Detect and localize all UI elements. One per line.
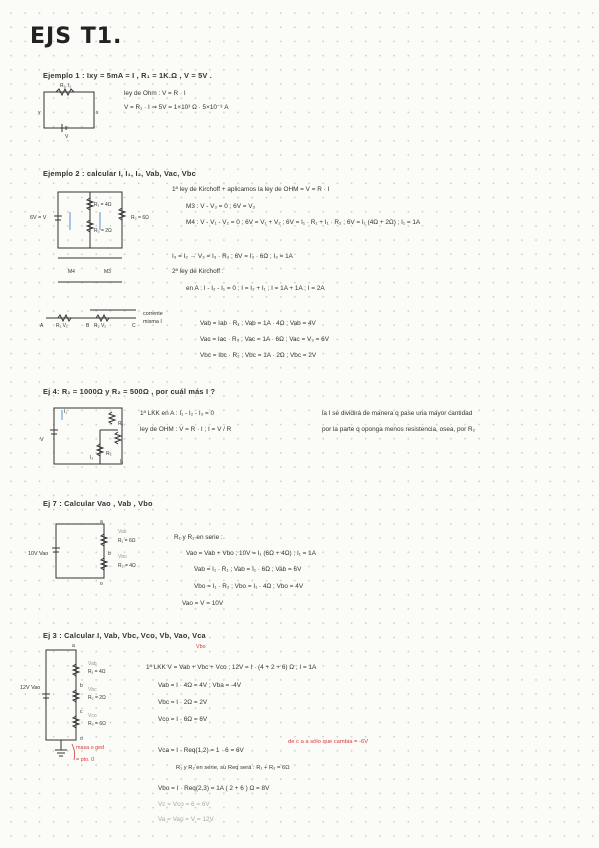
ej4-vab-label: Vab — [118, 529, 127, 535]
ej2-node-c: C — [132, 323, 136, 329]
ej5-line-9: Va = Vao = V = 12V — [158, 816, 214, 823]
ej2-series-r2: R₂ V₂ — [94, 323, 107, 329]
ej5-line-1: 1ª LKK V = Vab + Vbc + Vco ; 12V = I · (… — [146, 664, 317, 671]
ej2-line-8: Vac = Iac · R₃ ; Vac = 1A · 6Ω ; Vac = V… — [200, 336, 329, 343]
ej3-header: Ej 4: R₁ = 1000Ω y R₂ = 500Ω , por cuál … — [43, 387, 216, 396]
ej4-node-a: a — [100, 519, 103, 525]
ej4-line-3: Vab = I₁ · R₁ ; Vab = I₁ · 6Ω ; Vab = 6V — [194, 566, 302, 573]
ej2-line-7: Vab = Iab · R₁ ; Vab = 1A · 4Ω ; Vab = 4… — [200, 320, 316, 327]
ej5-node-b: b — [80, 683, 83, 689]
ej3-v-label: V — [40, 437, 44, 443]
ej5-line-3: Vbc = I · 2Ω = 2V — [158, 699, 208, 706]
ej1-v-label: V — [65, 134, 69, 140]
ej2-line-6: en A : I - I₂ - I₁ = 0 ; I = I₂ + I₁ ; I… — [186, 285, 325, 292]
ej2-line-5: 2ª ley de Kirchoff : — [172, 268, 224, 275]
ej2-line-2: M3 : V - V₃ = 0 ; 6V = V₃ — [186, 203, 256, 210]
ej4-circuit — [52, 523, 109, 579]
ej2-node-a: A — [40, 323, 44, 329]
ej4-node-o: o — [100, 581, 103, 587]
ej1-header: Ejemplo 1 : Ixy = 5mA = I , R₁ = 1K.Ω , … — [43, 71, 213, 80]
ej5-header: Ej 3 : Calcular I, Vab, Vbc, Vco, Vb, Va… — [43, 631, 206, 640]
ej3-i1-label: I₁ — [64, 409, 68, 415]
ej4-source-label: 10V Vao — [28, 551, 49, 557]
ej1-calc: V = R₁ · I ⇒ 5V = 1×10³ Ω · 5×10⁻³ A — [124, 104, 229, 111]
ej5-red-note: de c a a sólo que cambia = -6V — [288, 739, 369, 745]
ej5-node-a: a — [72, 643, 75, 649]
ej4-node-b: b — [108, 551, 111, 557]
ej2-circuit — [46, 191, 136, 323]
ej2-header: Ejemplo 2 : calcular I, I₁, I₂, Vab, Vac… — [43, 169, 196, 178]
ej2-line-1: 1ª ley de Kirchoff + aplicamos la ley de… — [172, 186, 330, 193]
ej5-vbc-label: Vbc — [88, 687, 97, 693]
ej5-r1-label: R₁ = 4Ω — [88, 669, 106, 675]
ej2-line-9: Vbc = Ibc · R₂ ; Vbc = 1A · 2Ω ; Vbc = 2… — [200, 352, 317, 359]
ej4-vbo-label: Vbo — [118, 554, 127, 560]
ej5-vab-label: Vab — [88, 661, 97, 667]
ej5-r3-label: R₃ = 6Ω — [88, 721, 106, 727]
ej5-line-2: Vab = I · 4Ω = 4V ; Vba = -4V — [158, 682, 241, 689]
ej1-r1-label: R₁, I₁ — [60, 83, 72, 89]
ej3-i2-label: I₂ — [120, 459, 124, 465]
ej4-line-4: Vbo = I₁ · R₂ ; Vbo = I₁ · 4Ω ; Vbo = 4V — [194, 583, 304, 590]
ej5-line-4: Vco = I · 6Ω = 6V — [158, 716, 208, 723]
ej4-line-1: R₁ y R₂ en serie : — [174, 534, 223, 541]
ej3-line-1: 1ª LKK en A : I₁ - I₂ - I₃ = 0 — [140, 410, 215, 417]
ej4-line-5: Vao = V = 10V — [182, 600, 224, 607]
ej3-right-1: la I se dividirá de manera q pase una ma… — [322, 410, 473, 417]
ej5-node-c: c — [80, 709, 83, 715]
ej3-circuit — [50, 407, 123, 465]
ej5-line-6: R₁ y R₂ en serie, su Req será : R₁ + R₂ … — [176, 765, 290, 771]
ej5-source-label: 12V Vao — [20, 685, 41, 691]
ej5-line-5: Vca = I · Req(1,2) = 1 · 6 = 6V — [158, 747, 244, 754]
ej2-line-4: I₃ = I₂ → V₃ = I₃ · R₃ ; 6V = I₃ · 6Ω ; … — [172, 253, 293, 260]
ej3-r2-label: R₂ — [106, 451, 112, 457]
ej3-right-2: por la parte q oponga menos resistencia,… — [322, 426, 476, 433]
ej4-header: Ej 7 : Calcular Vao , Vab , Vbo — [43, 499, 153, 508]
page-title: EJS T1. — [30, 24, 123, 49]
ej5-node-o: o — [80, 736, 83, 742]
ej2-side-note-2: misma I — [143, 319, 162, 325]
ej4-r1-label: R₁ = 6Ω — [118, 538, 136, 544]
ej2-m3-label: M3 — [104, 269, 111, 275]
ej2-node-b: B — [86, 323, 90, 329]
ej5-vco-label: Vco — [88, 713, 97, 719]
ej2-voltage-label: 6V = V — [30, 215, 47, 221]
ej2-series-r1: R₁ V₁ — [56, 323, 68, 329]
ej1-label-y: y — [38, 110, 41, 116]
ej5-sub-note: Vbo — [196, 644, 206, 650]
ej5-circuit — [42, 649, 81, 761]
ej5-ground-note-2: = pto. 0 — [76, 757, 95, 763]
ej2-line-3: M4 : V - V₁ - V₂ = 0 ; 6V = V₁ + V₂ ; 6V… — [186, 219, 421, 226]
ej3-r1-label: R₁ — [118, 421, 124, 427]
ej3-i3-label: I₃ — [90, 455, 94, 461]
ej5-line-7: Vbo = I · Req(2,3) = 1A ( 2 + 6 ) Ω = 8V — [158, 785, 270, 792]
ej1-circuit: y x — [38, 87, 99, 132]
ej2-r2-label: R₂ = 2Ω — [94, 228, 112, 234]
ej5-r2-label: R₂ = 2Ω — [88, 695, 106, 701]
ej2-r3-label: R₃ = 6Ω — [131, 215, 149, 221]
ej1-ohm-law: ley de Ohm : V = R · I — [124, 90, 186, 97]
ej1-label-x: x — [96, 110, 99, 116]
ej3-line-2: ley de OHM : V = R · I ; I = V / R — [140, 426, 232, 433]
ej4-line-2: Vao = Vab + Vbo ; 10V = I₁ (6Ω + 4Ω) ; I… — [186, 550, 316, 557]
ej4-r2-label: R₂ = 4Ω — [118, 563, 136, 569]
ej2-side-note-1: corrente — [143, 311, 163, 317]
ej2-m4-label: M4 — [68, 269, 75, 275]
ej5-line-8: Vc = Vco = 6 = 6V — [158, 801, 210, 808]
ej5-ground-note: masa o ged — [76, 745, 105, 751]
ej2-r1-label: R₁ = 4Ω — [94, 202, 112, 208]
